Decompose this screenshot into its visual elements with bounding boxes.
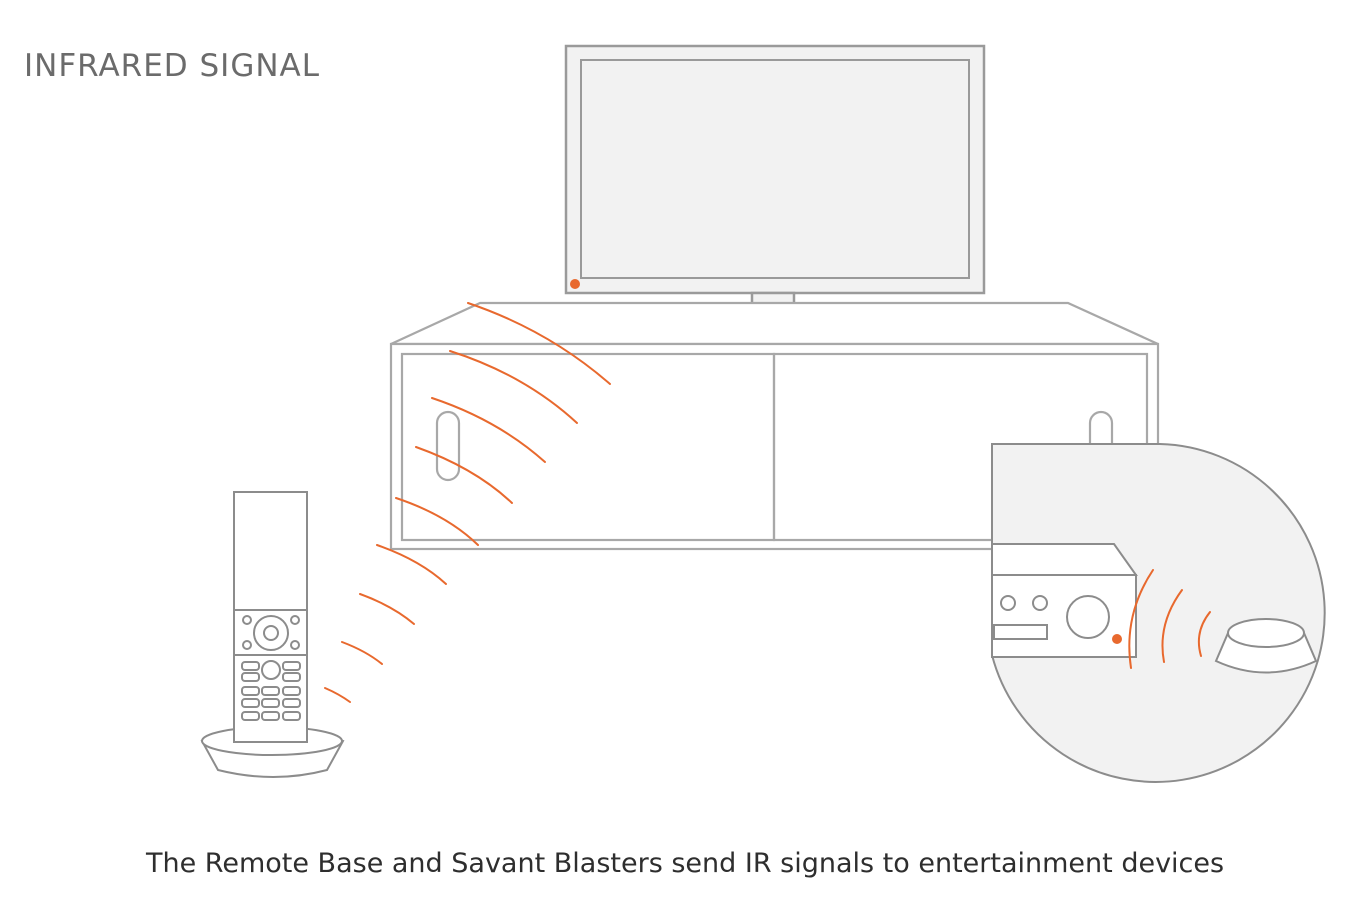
diagram-title: INFRARED SIGNAL xyxy=(24,48,321,84)
zoom-callout xyxy=(991,443,1326,783)
savant-blaster xyxy=(1214,618,1318,674)
remote-handset xyxy=(233,491,308,743)
tv xyxy=(564,44,986,332)
tv-ir-receiver-dot xyxy=(570,279,580,289)
diagram-caption: The Remote Base and Savant Blasters send… xyxy=(146,848,1225,879)
av-receiver xyxy=(991,543,1138,658)
blaster-signal-waves xyxy=(1128,569,1211,669)
receiver-ir-sensor-dot xyxy=(1112,634,1122,644)
ir-signal-waves xyxy=(324,302,611,703)
